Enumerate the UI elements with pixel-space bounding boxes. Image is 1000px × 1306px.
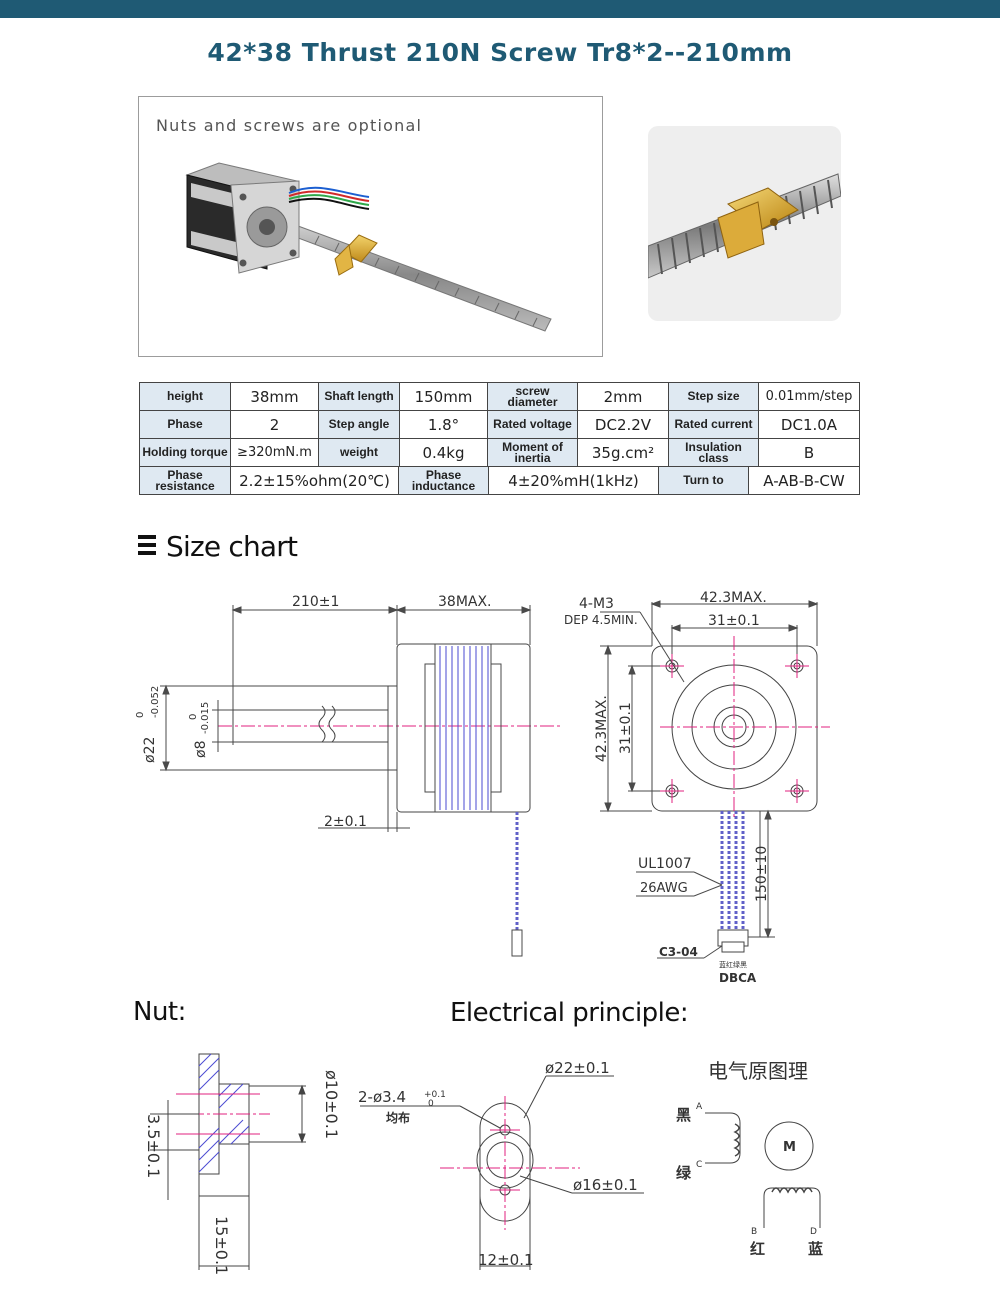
- spec-table-last-row: Phase resistance 2.2±15%ohm(20℃) Phase i…: [139, 466, 860, 495]
- spec-value: A-AB-B-CW: [748, 466, 860, 495]
- elec-title: 电气原图理: [708, 1059, 808, 1083]
- spec-value: 2: [230, 410, 319, 439]
- page-title: 42*38 Thrust 210N Screw Tr8*2--210mm: [207, 38, 793, 67]
- dim-42-3: 42.3MAX.: [700, 590, 767, 606]
- wire-blue: 蓝: [808, 1240, 823, 1258]
- wire-red: 红: [750, 1240, 765, 1258]
- nut-dim-3-5: 3.5±0.1: [144, 1114, 163, 1178]
- spec-key: height: [139, 382, 231, 411]
- dim-38: 38MAX.: [438, 594, 492, 610]
- nut-hole-tol-zero: 0: [428, 1099, 434, 1109]
- spec-value: 2.2±15%ohm(20℃): [230, 466, 399, 495]
- wire-black: 黑: [676, 1106, 691, 1124]
- dep-label: DEP 4.5MIN.: [564, 613, 638, 627]
- nut-dim-10: ø10±0.1: [322, 1070, 341, 1139]
- nut-hole-dim: 2-ø3.4: [358, 1088, 406, 1106]
- spec-value: 4±20%mH(1kHz): [488, 466, 659, 495]
- section-title: Size chart: [166, 530, 298, 563]
- nut-heading: Nut:: [133, 997, 186, 1027]
- spec-table: height 38mm Shaft length 150mm screw dia…: [139, 382, 860, 467]
- terminal-d: D: [810, 1227, 817, 1237]
- terminal-c: C: [696, 1160, 702, 1170]
- nut-closeup-photo: [648, 126, 841, 321]
- dim-8: ø8: [193, 741, 209, 758]
- terminal-a: A: [696, 1102, 703, 1112]
- product-photo: Nuts and screws are optional: [138, 96, 603, 357]
- spec-key: Rated voltage: [487, 410, 578, 439]
- dim-150: 150±10: [754, 846, 770, 902]
- photo-note: Nuts and screws are optional: [156, 116, 423, 135]
- dim-210: 210±1: [292, 594, 339, 610]
- spec-key: Phase inductance: [398, 466, 489, 495]
- spec-key: Rated current: [668, 410, 759, 439]
- spec-row: height 38mm Shaft length 150mm screw dia…: [139, 382, 860, 411]
- spec-row: Phase 2 Step angle 1.8° Rated voltage DC…: [139, 410, 860, 439]
- spec-value: 38mm: [230, 382, 319, 411]
- terminal-b: B: [751, 1227, 757, 1237]
- spec-row: Phase resistance 2.2±15%ohm(20℃) Phase i…: [139, 466, 860, 495]
- spec-key: Shaft length: [318, 382, 400, 411]
- dim-31: 31±0.1: [708, 613, 760, 629]
- nut-dim-12: 12±0.1: [478, 1251, 534, 1269]
- nut-dim-15: 15±0.1: [212, 1216, 231, 1275]
- spec-key: Phase resistance: [139, 466, 231, 495]
- dim-22: ø22: [142, 737, 158, 763]
- stepper-motor-illustration: [185, 162, 552, 332]
- nut-dim-16: ø16±0.1: [573, 1176, 638, 1194]
- wire-colors: 蓝红绿黑: [719, 960, 747, 969]
- dim-8-tol0: 0: [188, 714, 199, 720]
- ul-label: UL1007: [638, 856, 692, 872]
- nut-hole-tol-plus: +0.1: [424, 1090, 446, 1100]
- connector-label: C3-04: [659, 945, 698, 959]
- nut-dim-22: ø22±0.1: [545, 1059, 610, 1077]
- nut-even-label: 均布: [386, 1110, 410, 1125]
- spec-key: weight: [318, 438, 400, 467]
- dim-22-tol: -0.052: [150, 686, 161, 718]
- menu-bars-icon: [138, 535, 156, 557]
- m3-label: 4-M3: [579, 596, 614, 612]
- awg-label: 26AWG: [640, 881, 688, 896]
- spec-key: screw diameter: [487, 382, 578, 411]
- spec-value: 2mm: [577, 382, 669, 411]
- section-heading: Size chart: [138, 530, 298, 563]
- electrical-heading: Electrical principle:: [450, 998, 689, 1028]
- motor-m-label: M: [783, 1140, 796, 1155]
- wire-green: 绿: [676, 1164, 692, 1182]
- spec-key: Turn to: [658, 466, 749, 495]
- dim-42-3-vertical: 42.3MAX.: [594, 695, 610, 762]
- spec-key: Step size: [668, 382, 759, 411]
- dim-31-vertical: 31±0.1: [618, 702, 634, 754]
- spec-value: 35g.cm²: [577, 438, 669, 467]
- dim-2: 2±0.1: [324, 814, 367, 830]
- nut-on-screw-illustration: [648, 173, 841, 279]
- dbca-label: DBCA: [719, 971, 757, 985]
- dim-22-tol0: 0: [135, 712, 146, 718]
- spec-value: 0.01mm/step: [758, 382, 860, 411]
- dim-8-tol: -0.015: [200, 702, 211, 734]
- top-accent-bar: [0, 0, 1000, 18]
- spec-key: Moment of inertia: [487, 438, 578, 467]
- spec-value: 1.8°: [399, 410, 488, 439]
